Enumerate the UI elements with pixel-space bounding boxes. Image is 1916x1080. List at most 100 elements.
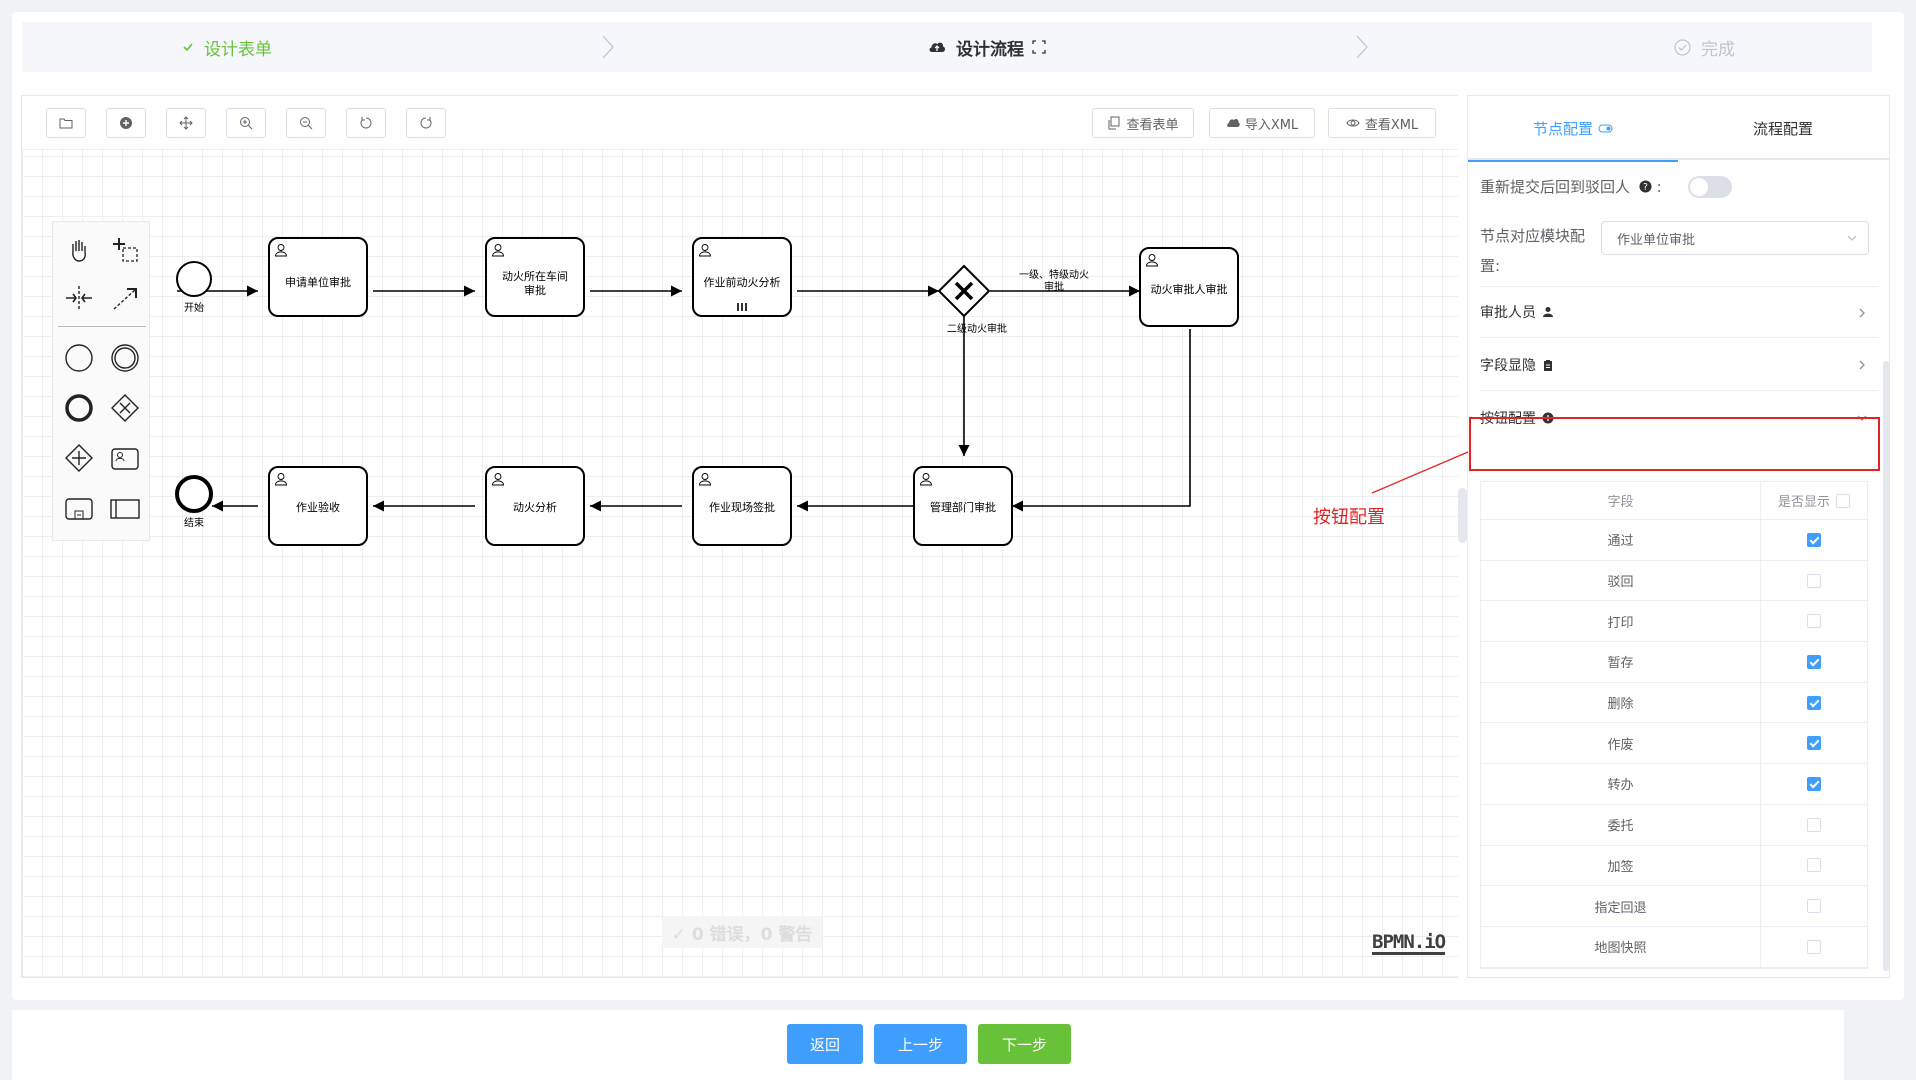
- space-tool-icon[interactable]: [61, 280, 97, 316]
- flow-t4-t5[interactable]: [1012, 329, 1191, 512]
- step-finish[interactable]: 完成: [1674, 22, 1735, 72]
- sequence-flows: [177, 285, 1191, 512]
- task-t4[interactable]: 动火审批人审批: [1139, 247, 1239, 327]
- view-xml-button[interactable]: 查看XML: [1328, 108, 1436, 138]
- step-label: 设计表单: [204, 39, 272, 60]
- zoom-in-button[interactable]: [226, 108, 266, 138]
- svg-text:?: ?: [1643, 182, 1648, 193]
- task-t1[interactable]: 申请单位审批: [268, 237, 368, 317]
- pool-icon[interactable]: [107, 490, 143, 526]
- button-name: 委托: [1481, 804, 1761, 845]
- task-t8[interactable]: 作业验收: [268, 466, 368, 546]
- task-t5[interactable]: 管理部门审批: [913, 466, 1013, 546]
- bpmn-diagram[interactable]: 开始 结束 申请单位审批 动火所在车间 审批 作业前动火分析 动火审批人审批: [22, 96, 1458, 978]
- hand-tool-icon[interactable]: [61, 232, 97, 268]
- bpmn-canvas[interactable]: 查看表单 导入XML 查看XML: [21, 95, 1458, 978]
- svg-text:审批: 审批: [524, 283, 546, 297]
- start-event[interactable]: [176, 261, 212, 297]
- parallel-gateway-icon[interactable]: [61, 440, 97, 476]
- table-row: 委托: [1481, 804, 1867, 846]
- cloud-upload-icon: [928, 40, 946, 54]
- module-select[interactable]: 作业单位审批: [1601, 221, 1869, 255]
- zoom-out-button[interactable]: [286, 108, 326, 138]
- intermediate-event-icon[interactable]: [107, 340, 143, 376]
- select-all-checkbox[interactable]: [1836, 493, 1850, 508]
- start-event-label: 开始: [184, 301, 204, 314]
- task-t7[interactable]: 动火分析: [485, 466, 585, 546]
- lint-status[interactable]: ✓ 0 错误，0 警告: [662, 916, 822, 948]
- tab-process-config[interactable]: 流程配置: [1752, 119, 1813, 138]
- fit-viewport-button[interactable]: [166, 108, 206, 138]
- flow-label: 一级、特级动火: [1019, 269, 1089, 281]
- exclusive-gateway[interactable]: [937, 264, 991, 318]
- step-design-flow[interactable]: 设计流程: [928, 22, 1056, 72]
- properties-panel: 节点配置 流程配置 重新提交后回到驳回人 ? : 节点对应模块配 置: 作业单位…: [1467, 95, 1890, 978]
- show-checkbox[interactable]: [1807, 939, 1821, 954]
- show-checkbox[interactable]: [1807, 776, 1821, 791]
- view-form-button[interactable]: 查看表单: [1092, 108, 1194, 138]
- back-button[interactable]: 返回: [787, 1024, 863, 1064]
- prev-step-button[interactable]: 上一步: [874, 1024, 967, 1064]
- highlight-box: [1469, 417, 1880, 471]
- panel-scrollbar[interactable]: [1883, 361, 1889, 971]
- undo-button[interactable]: [346, 108, 386, 138]
- end-event-icon[interactable]: [61, 390, 97, 426]
- show-checkbox[interactable]: [1807, 899, 1821, 914]
- end-event[interactable]: [175, 475, 213, 513]
- open-file-button[interactable]: [46, 108, 86, 138]
- annotation-label: 按钮配置: [1313, 507, 1385, 528]
- svg-text:作业验收: 作业验收: [296, 500, 340, 514]
- table-row: 加签: [1481, 845, 1867, 887]
- task-t2[interactable]: 动火所在车间 审批: [485, 237, 585, 317]
- next-step-button[interactable]: 下一步: [978, 1024, 1071, 1064]
- import-xml-button[interactable]: 导入XML: [1209, 108, 1315, 138]
- resubmit-switch[interactable]: [1688, 176, 1732, 198]
- tab-node-config[interactable]: 节点配置: [1468, 96, 1678, 162]
- table-row: 地图快照: [1481, 926, 1867, 968]
- show-checkbox[interactable]: [1807, 695, 1821, 710]
- show-checkbox[interactable]: [1807, 573, 1821, 588]
- task-t6[interactable]: 作业现场签批: [692, 466, 792, 546]
- button-config-table: 字段 是否显示 通过驳回打印暂存删除作废转办委托加签指定回退地图快照: [1480, 481, 1868, 969]
- button-name: 作废: [1481, 723, 1761, 764]
- subprocess-icon[interactable]: [61, 490, 97, 526]
- svg-text:申请单位审批: 申请单位审批: [285, 275, 351, 289]
- user-task-icon[interactable]: [107, 440, 143, 476]
- svg-text:动火分析: 动火分析: [513, 500, 557, 514]
- bpmn-io-logo[interactable]: BPMN.iO: [1372, 931, 1446, 955]
- undo-icon: [360, 117, 372, 129]
- resize-handle[interactable]: [1458, 488, 1467, 543]
- step-design-form[interactable]: 设计表单: [182, 22, 272, 72]
- toggle-icon: [1598, 124, 1613, 132]
- table-row: 通过: [1481, 520, 1867, 561]
- module-label: 节点对应模块配 置:: [1480, 227, 1586, 275]
- show-checkbox[interactable]: [1807, 614, 1821, 629]
- show-checkbox[interactable]: [1807, 858, 1821, 873]
- button-name: 暂存: [1481, 642, 1761, 682]
- show-checkbox[interactable]: [1807, 817, 1821, 832]
- question-icon[interactable]: ?: [1639, 180, 1652, 193]
- eye-icon: [1346, 119, 1360, 127]
- chevron-right-icon: [1859, 308, 1865, 318]
- show-checkbox[interactable]: [1807, 654, 1821, 669]
- show-checkbox[interactable]: [1807, 532, 1821, 547]
- step-label: 完成: [1701, 39, 1735, 60]
- step-label: 设计流程: [956, 39, 1024, 60]
- create-button[interactable]: [106, 108, 146, 138]
- table-row: 驳回: [1481, 560, 1867, 602]
- section-approvers[interactable]: 审批人员: [1480, 286, 1878, 338]
- redo-button[interactable]: [406, 108, 446, 138]
- global-connect-icon[interactable]: [107, 280, 143, 316]
- end-event-label: 结束: [184, 516, 204, 529]
- start-event-icon[interactable]: [61, 340, 97, 376]
- fullscreen-icon[interactable]: [1032, 40, 1046, 54]
- table-row: 作废: [1481, 723, 1867, 765]
- gateway-icon[interactable]: [107, 390, 143, 426]
- task-t3[interactable]: 作业前动火分析: [692, 237, 792, 317]
- section-field-visibility[interactable]: 字段显隐: [1480, 339, 1878, 391]
- lasso-tool-icon[interactable]: [107, 232, 143, 268]
- zoom-in-icon: [240, 117, 253, 130]
- chevron-right-icon: [1859, 360, 1865, 370]
- move-icon: [179, 116, 193, 130]
- show-checkbox[interactable]: [1807, 736, 1821, 751]
